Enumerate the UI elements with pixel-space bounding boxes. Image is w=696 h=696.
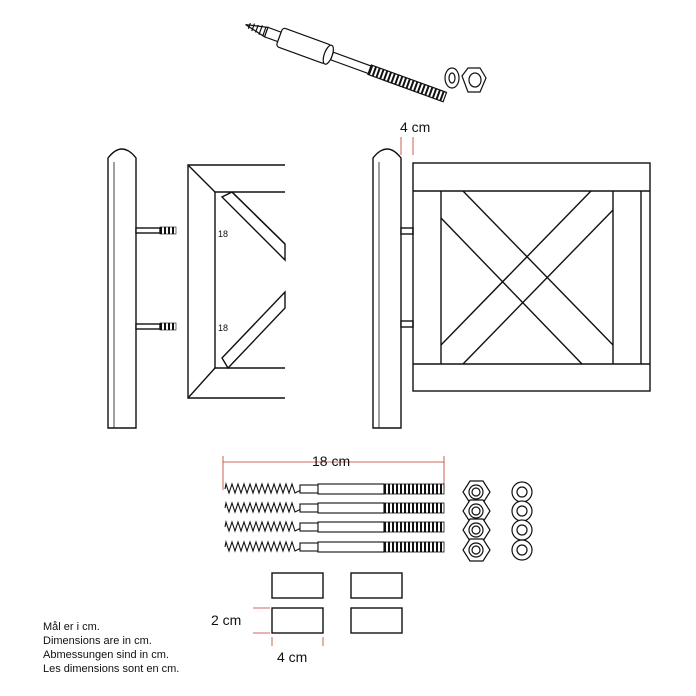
nut [462,480,491,504]
dimension-post-gap [400,137,414,155]
mark-18-upper: 18 [218,229,228,239]
nut [462,499,491,523]
spacer-block [350,572,403,599]
note-line: Les dimensions sont en cm. [43,663,180,675]
hanger-screw [224,481,445,495]
hanger-screws [224,481,445,553]
spacer-blocks [271,572,403,634]
hanger-screw [224,500,445,514]
washers [511,481,533,561]
hanger-screw [224,519,445,533]
label-screw-length: 18 cm [312,453,350,469]
nuts [462,480,491,562]
note-line: Mål er i cm. [43,621,100,633]
washer [511,500,533,522]
note-line: Dimensions are in cm. [43,635,152,647]
dimensions-note: Mål er i cm. Dimensions are in cm. Abmes… [43,620,179,676]
label-spacer-width: 4 cm [277,649,307,665]
left-gate-section [187,164,286,399]
nut [462,538,491,562]
nut [462,518,491,542]
left-post [107,148,177,429]
right-post [372,148,414,429]
spacer-block [271,572,324,599]
label-post-gap: 4 cm [400,119,430,135]
washer [511,519,533,541]
label-spacer-height: 2 cm [211,612,241,628]
dimension-spacer [253,607,324,646]
spacer-block [271,607,324,634]
washer [511,481,533,503]
washer [511,539,533,561]
note-line: Abmessungen sind in cm. [43,649,169,661]
hanger-screw-top [245,22,487,103]
right-gate-section [412,162,651,392]
mark-18-lower: 18 [218,323,228,333]
spacer-block [350,607,403,634]
hanger-screw [224,539,445,553]
